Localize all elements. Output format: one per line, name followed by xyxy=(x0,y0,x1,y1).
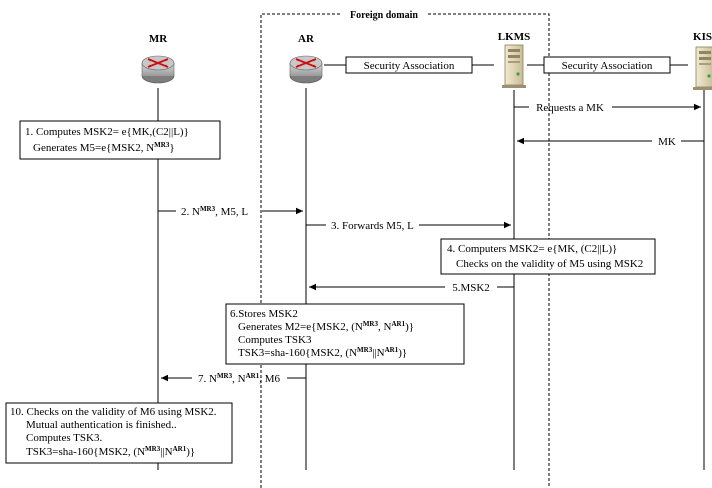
step4-line2: Checks on the validity of M5 using MSK2 xyxy=(456,258,643,270)
step6-line4: TSK3=sha-160{MSK2, (NMR3||NAR1)} xyxy=(238,346,407,359)
kis-label: KIS xyxy=(693,31,712,43)
step10-line1: 10. Checks on the validity of M6 using M… xyxy=(10,406,217,418)
kis-server-icon xyxy=(692,46,712,91)
step10-line4: TSK3=sha-160{MSK2, (NMR3||NAR1)} xyxy=(26,445,195,458)
step10-line2: Mutual authentication is finished.. xyxy=(26,419,177,431)
step6-box: 6.Stores MSK2 Generates M2=e{MSK2, (NMR3… xyxy=(225,303,465,365)
step1-box: 1. Computes MSK2= e{MK,(C2||L)} Generate… xyxy=(19,120,221,160)
step4-line1: 4. Computers MSK2= e{MK, (C2||L)} xyxy=(447,243,617,255)
mr-router-icon xyxy=(141,55,175,84)
step1-line2: Generates M5=e{MSK2, NMR3} xyxy=(33,141,175,154)
lkms-server-icon xyxy=(501,44,527,89)
step6-line3: Computes TSK3 xyxy=(238,334,312,346)
ar-label: AR xyxy=(298,33,315,45)
sa-label: Security Association xyxy=(364,60,455,72)
msg3: 3. Forwards M5, L xyxy=(306,220,511,232)
lkms-label: LKMS xyxy=(498,31,530,43)
step1-line1: 1. Computes MSK2= e{MK,(C2||L)} xyxy=(25,126,189,138)
foreign-domain-title: Foreign domain xyxy=(350,10,418,21)
msg2: 2. NMR3, M5, L xyxy=(158,205,303,218)
msg2-label: 2. NMR3, M5, L xyxy=(181,205,248,218)
msg-mk: MK xyxy=(517,136,704,148)
msg5: 5.MSK2 xyxy=(309,282,514,294)
msg5-label: 5.MSK2 xyxy=(452,282,490,294)
step4-box: 4. Computers MSK2= e{MK, (C2||L)} Checks… xyxy=(440,238,656,275)
sa-ar-lkms: Security Association xyxy=(324,56,494,74)
sa-label: Security Association xyxy=(562,60,653,72)
step6-line1: 6.Stores MSK2 xyxy=(230,308,298,320)
step6-line2: Generates M2=e{MSK2, (NMR3, NAR1)} xyxy=(238,320,414,333)
ar-router-icon xyxy=(289,55,323,84)
msg-requests-mk: Requests a MK xyxy=(514,102,701,114)
msg7: 7. NMR3, NAR1, M6 xyxy=(161,372,306,385)
msg3-label: 3. Forwards M5, L xyxy=(331,220,414,232)
mr-label: MR xyxy=(149,33,168,45)
msg-mk-label: MK xyxy=(658,136,676,148)
step10-box: 10. Checks on the validity of M6 using M… xyxy=(5,402,233,464)
sa-lkms-kis: Security Association xyxy=(527,56,688,74)
step10-line3: Computes TSK3. xyxy=(26,432,102,444)
msg-requests-mk-label: Requests a MK xyxy=(536,102,604,114)
msg7-label: 7. NMR3, NAR1, M6 xyxy=(198,372,280,385)
